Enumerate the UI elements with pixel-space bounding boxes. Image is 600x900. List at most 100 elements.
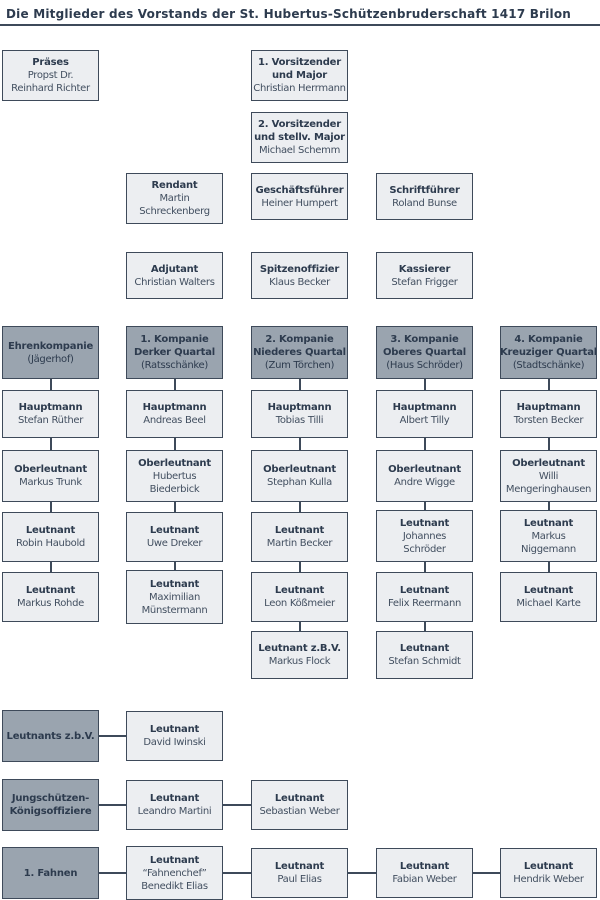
role-title: Rendant (151, 180, 198, 191)
role-title: 1. Fahnen (23, 867, 78, 879)
person-name: Münstermann (141, 604, 208, 616)
role-title: Hauptmann (142, 402, 207, 413)
connector-line (173, 562, 176, 570)
person-name: Klaus Becker (269, 276, 330, 288)
role-title: Oberleutnant (263, 464, 336, 475)
connector-line (298, 438, 301, 450)
person-name: (Ratsschänke) (141, 360, 208, 371)
person-name: Leon Kößmeier (264, 598, 335, 609)
person-name: Markus Trunk (19, 477, 82, 488)
person-name: Paul Elias (277, 874, 322, 885)
role-title: Niederes Quartal (253, 347, 346, 358)
role-title: Jungschützen- (11, 793, 90, 804)
connector-line (348, 872, 376, 874)
connector-line (173, 438, 176, 450)
person-name: Robin Haubold (16, 538, 85, 549)
person-name: Biederbick (149, 483, 200, 495)
role-title: Leutnant (399, 517, 450, 529)
connector-line (49, 379, 52, 390)
person-name: Andre Wigge (394, 477, 455, 488)
person-name: Schreckenberg (139, 206, 210, 217)
connector-line (423, 438, 426, 450)
connector-line (547, 379, 550, 390)
role-title: Ehrenkompanie (7, 340, 94, 352)
person-name: Martin (159, 193, 190, 204)
role-title: Präses (32, 57, 69, 68)
role-title: Oberleutnant (14, 464, 87, 475)
person-name: Tobias Tilli (275, 415, 324, 426)
person-name: Stefan Rüther (17, 415, 84, 426)
person-name: Sebastian Weber (259, 806, 340, 817)
role-title: und Major (271, 70, 327, 81)
person-name: Christian Herrmann (253, 83, 346, 94)
person-name: Albert Tilly (399, 415, 450, 426)
person-name: Niggemann (521, 543, 576, 555)
person-name: Reinhard Richter (11, 83, 90, 94)
person-name: Torsten Becker (513, 415, 584, 426)
person-name: Markus (531, 530, 566, 542)
org-box-fahnen: 1. Fahnen (2, 847, 99, 899)
person-name: Hendrik Weber (513, 874, 584, 885)
person-name: Markus Flock (268, 656, 331, 667)
connector-line (49, 562, 52, 572)
person-name: Benedikt Elias (141, 880, 208, 892)
person-name: “Fahnenchef” (142, 867, 207, 879)
role-title: Hauptmann (516, 402, 581, 413)
person-name: Roland Bunse (392, 197, 457, 209)
role-title: Oberleutnant (512, 457, 585, 469)
person-name: (Jägerhof) (27, 353, 74, 365)
person-name: Leandro Martini (137, 806, 212, 817)
role-title: 2. Kompanie (265, 334, 334, 345)
role-title: Leutnants z.b.V. (6, 730, 95, 742)
connector-line (547, 438, 550, 450)
connector-line (473, 872, 500, 874)
connector-line (173, 502, 176, 512)
connector-line (298, 379, 301, 390)
person-name: Stefan Frigger (391, 276, 458, 288)
role-title: Leutnant z.B.V. (258, 643, 341, 654)
role-title: Adjutant (150, 263, 199, 275)
person-name: Stephan Kulla (267, 477, 332, 488)
person-name: Felix Reermann (387, 598, 462, 609)
connector-line (223, 872, 251, 874)
person-name: (Zum Törchen) (264, 360, 335, 371)
connector-line (99, 872, 126, 874)
person-name: Hubertus (152, 470, 197, 482)
connector-line (298, 562, 301, 572)
role-title: Leutnant (274, 585, 325, 596)
role-title: Geschäftsführer (255, 184, 344, 196)
person-name: Willi (538, 470, 559, 482)
connector-line (223, 804, 251, 806)
role-title: Oberleutnant (138, 457, 211, 469)
role-title: Leutnant (399, 643, 450, 654)
person-name: (Stadtschänke) (512, 360, 585, 371)
role-title: Leutnant (523, 585, 574, 596)
person-name: Michael Karte (516, 598, 581, 609)
connector-line (298, 502, 301, 512)
connector-line (173, 379, 176, 390)
org-box-leutnant-elias-b: Leutnant“Fahnenchef”Benedikt Elias (126, 846, 223, 900)
role-title: Hauptmann (18, 402, 83, 413)
